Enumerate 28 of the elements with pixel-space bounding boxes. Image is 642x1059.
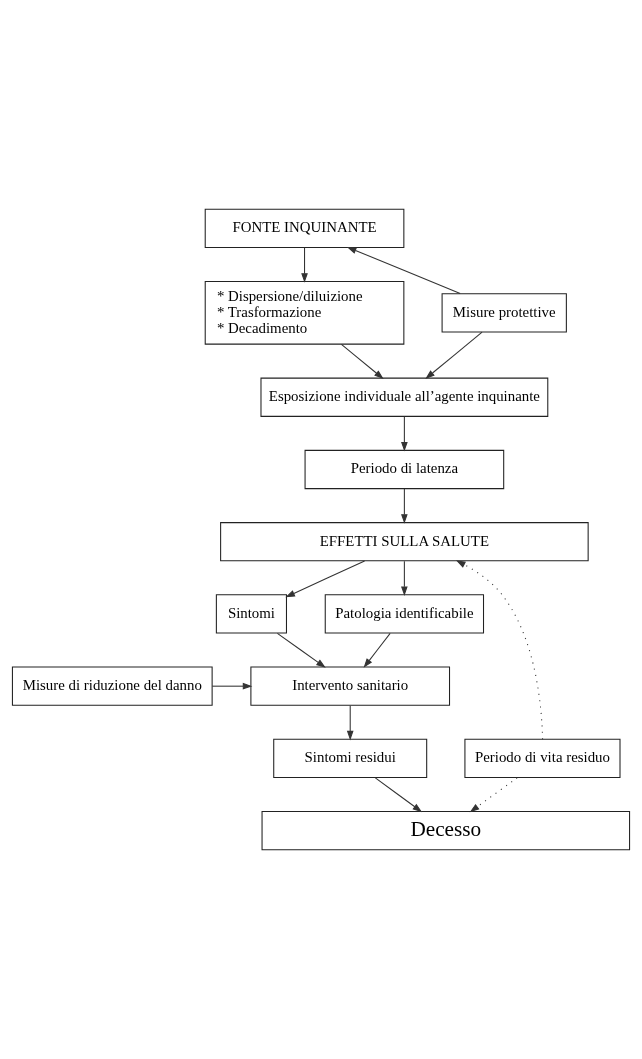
node-box: Misure protettive <box>441 293 567 333</box>
arrow <box>455 560 544 740</box>
node-box: * Dispersione/diluizione * Trasformazione * Decadimento <box>204 280 405 345</box>
node-box: Patologia identificabile <box>324 594 485 634</box>
arrow <box>401 560 408 596</box>
node-box: Esposizione individuale all’agente inquinante <box>260 377 549 417</box>
arrow <box>276 632 326 668</box>
arrow <box>346 246 461 295</box>
node-box: FONTE INQUINANTE <box>204 208 405 248</box>
node-box: EFFETTI SULLA SALUTE <box>220 522 589 562</box>
node-box: Decesso <box>261 811 631 851</box>
arrow <box>401 488 408 524</box>
arrow <box>363 632 391 668</box>
arrow <box>285 560 366 598</box>
arrow <box>340 343 384 380</box>
arrow <box>346 705 354 741</box>
arrow <box>401 416 408 452</box>
arrow <box>374 777 423 813</box>
node-box: Intervento sanitario <box>250 666 451 706</box>
arrow <box>425 331 483 379</box>
arrow <box>211 682 253 690</box>
node-box: Sintomi residui <box>273 738 428 779</box>
arrow <box>469 777 518 813</box>
node-box: Sintomi <box>215 594 287 634</box>
node-box: Misure di riduzione del danno <box>11 666 213 706</box>
node-box: Periodo di latenza <box>304 449 505 490</box>
node-box: Periodo di vita residuo <box>464 738 621 779</box>
arrow <box>301 247 308 283</box>
